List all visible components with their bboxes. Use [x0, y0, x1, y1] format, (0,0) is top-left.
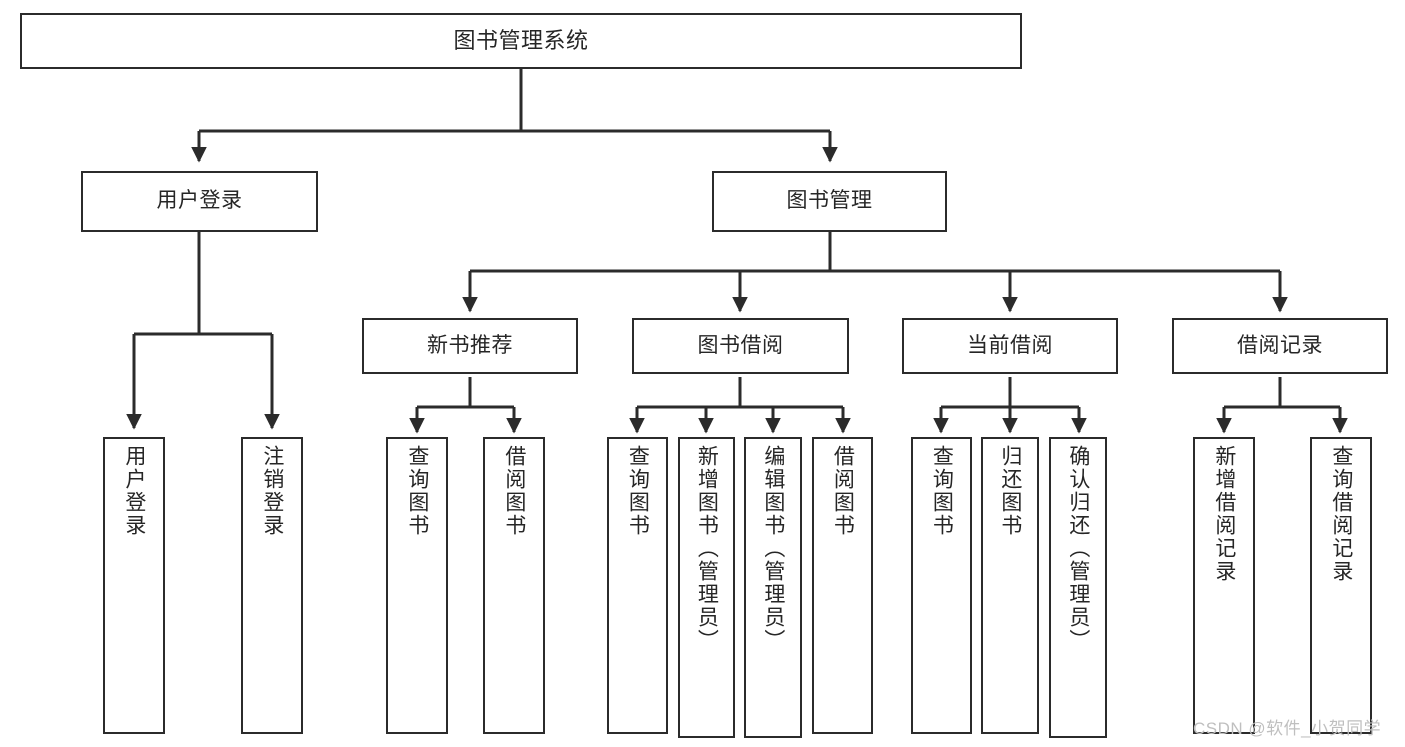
node-borrow-records[interactable]: 借阅记录 — [1172, 318, 1388, 374]
node-new-book-recommend[interactable]: 新书推荐 — [362, 318, 578, 374]
leaf-user-login-login[interactable]: 用户登录 — [103, 437, 165, 734]
node-label: 查询图书 — [930, 445, 954, 537]
leaf-current-query-book[interactable]: 查询图书 — [911, 437, 972, 734]
leaf-current-confirm-return[interactable]: 确认归还（管理员） — [1049, 437, 1107, 738]
watermark-text: CSDN @软件_小贺同学 — [1193, 719, 1382, 738]
leaf-current-return-book[interactable]: 归还图书 — [981, 437, 1039, 734]
node-label: 新增图书（管理员） — [695, 445, 719, 652]
node-root-system[interactable]: 图书管理系统 — [20, 13, 1022, 69]
node-label: 新书推荐 — [427, 333, 513, 357]
node-label: 借阅图书 — [502, 445, 526, 537]
leaf-borrow-add-book[interactable]: 新增图书（管理员） — [678, 437, 735, 738]
node-label: 查询图书 — [626, 445, 650, 537]
node-current-borrow[interactable]: 当前借阅 — [902, 318, 1118, 374]
leaf-borrow-query-book[interactable]: 查询图书 — [607, 437, 668, 734]
node-label: 编辑图书（管理员） — [761, 445, 785, 652]
node-book-management[interactable]: 图书管理 — [712, 171, 947, 232]
leaf-recommend-query-book[interactable]: 查询图书 — [386, 437, 448, 734]
node-label: 查询借阅记录 — [1329, 445, 1353, 583]
node-label: 新增借阅记录 — [1212, 445, 1236, 583]
leaf-user-login-logout[interactable]: 注销登录 — [241, 437, 303, 734]
leaf-borrow-edit-book[interactable]: 编辑图书（管理员） — [744, 437, 802, 738]
node-label: 借阅图书 — [831, 445, 855, 537]
node-book-borrow[interactable]: 图书借阅 — [632, 318, 849, 374]
node-label: 确认归还（管理员） — [1066, 445, 1090, 652]
leaf-borrow-borrow-book[interactable]: 借阅图书 — [812, 437, 873, 734]
leaf-records-add-record[interactable]: 新增借阅记录 — [1193, 437, 1255, 734]
node-label: 归还图书 — [998, 445, 1022, 537]
node-user-login[interactable]: 用户登录 — [81, 171, 318, 232]
node-label: 图书管理系统 — [453, 28, 589, 54]
node-label: 图书管理 — [786, 189, 873, 213]
node-label: 查询图书 — [405, 445, 429, 537]
node-label: 用户登录 — [156, 189, 243, 213]
node-label: 当前借阅 — [967, 333, 1053, 357]
node-label: 借阅记录 — [1237, 333, 1323, 357]
leaf-recommend-borrow-book[interactable]: 借阅图书 — [483, 437, 545, 734]
node-label: 注销登录 — [260, 445, 284, 537]
node-label: 用户登录 — [122, 445, 146, 537]
node-label: 图书借阅 — [697, 333, 784, 357]
leaf-records-query-record[interactable]: 查询借阅记录 — [1310, 437, 1372, 734]
